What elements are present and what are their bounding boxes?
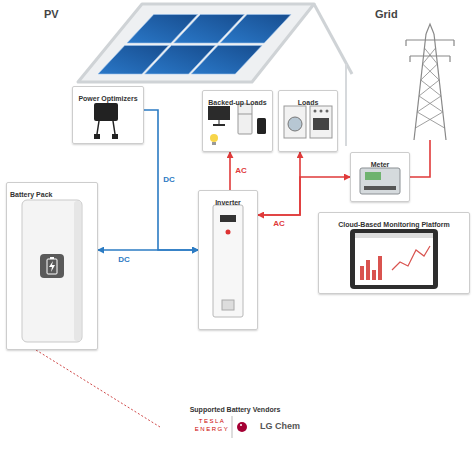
- edge-label: DC: [117, 256, 131, 265]
- vendor-logo-text: TESLA ENERGY: [186, 418, 238, 432]
- load-box: Loads: [278, 90, 338, 152]
- vendor-logo-text: LG Chem: [260, 421, 300, 431]
- vendor-panel: Supported Battery VendorsTESLA ENERGY LG …: [160, 402, 310, 452]
- vendor-dotted-connector: [36, 350, 160, 427]
- house-roof: [78, 4, 352, 146]
- solar-panels: [98, 15, 291, 75]
- monitoring-box: Cloud-Based Monitoring Platform: [318, 212, 470, 294]
- inverter-unit: [213, 205, 243, 317]
- vendor-logos: [232, 416, 247, 438]
- box-heading: Power Optimizers: [75, 92, 140, 103]
- ac-connector: [229, 152, 231, 190]
- battery-box: Battery Pack: [6, 182, 98, 350]
- grid-tower: [406, 24, 454, 140]
- grid-connector: [410, 140, 430, 177]
- box-heading: Battery Pack: [7, 188, 55, 199]
- box-heading: Cloud-Based Monitoring Platform: [335, 218, 453, 229]
- grid-heading: Grid: [372, 5, 401, 24]
- backed-up-appliances: [208, 104, 266, 145]
- dc-connector: [144, 110, 198, 250]
- box-heading: Meter: [368, 158, 393, 169]
- optimizer-box: Power Optimizers: [72, 86, 144, 144]
- dc-connector: [98, 249, 198, 251]
- inverter-box: Inverter: [198, 190, 258, 330]
- grid-node: Grid: [372, 4, 468, 140]
- box-heading: Inverter: [212, 196, 244, 207]
- meter-device: [360, 168, 400, 194]
- load-appliances: [284, 106, 332, 138]
- ac-connector: [258, 152, 300, 215]
- meter-box: Meter: [350, 152, 410, 202]
- edge-label: AC: [272, 220, 286, 229]
- box-heading: Loads: [295, 96, 322, 107]
- edge-label: AC: [234, 167, 248, 176]
- ac-connector: [258, 177, 350, 215]
- edge-label: DC: [162, 176, 176, 185]
- vendor-heading: Supported Battery Vendors: [160, 402, 310, 414]
- section-label: PV: [44, 8, 59, 21]
- monitoring-tablet: [350, 229, 438, 289]
- load-box: Backed-up Loads: [202, 90, 273, 152]
- box-heading: Backed-up Loads: [205, 96, 269, 107]
- optimizer-icon: [94, 103, 118, 139]
- battery-unit: [22, 200, 82, 342]
